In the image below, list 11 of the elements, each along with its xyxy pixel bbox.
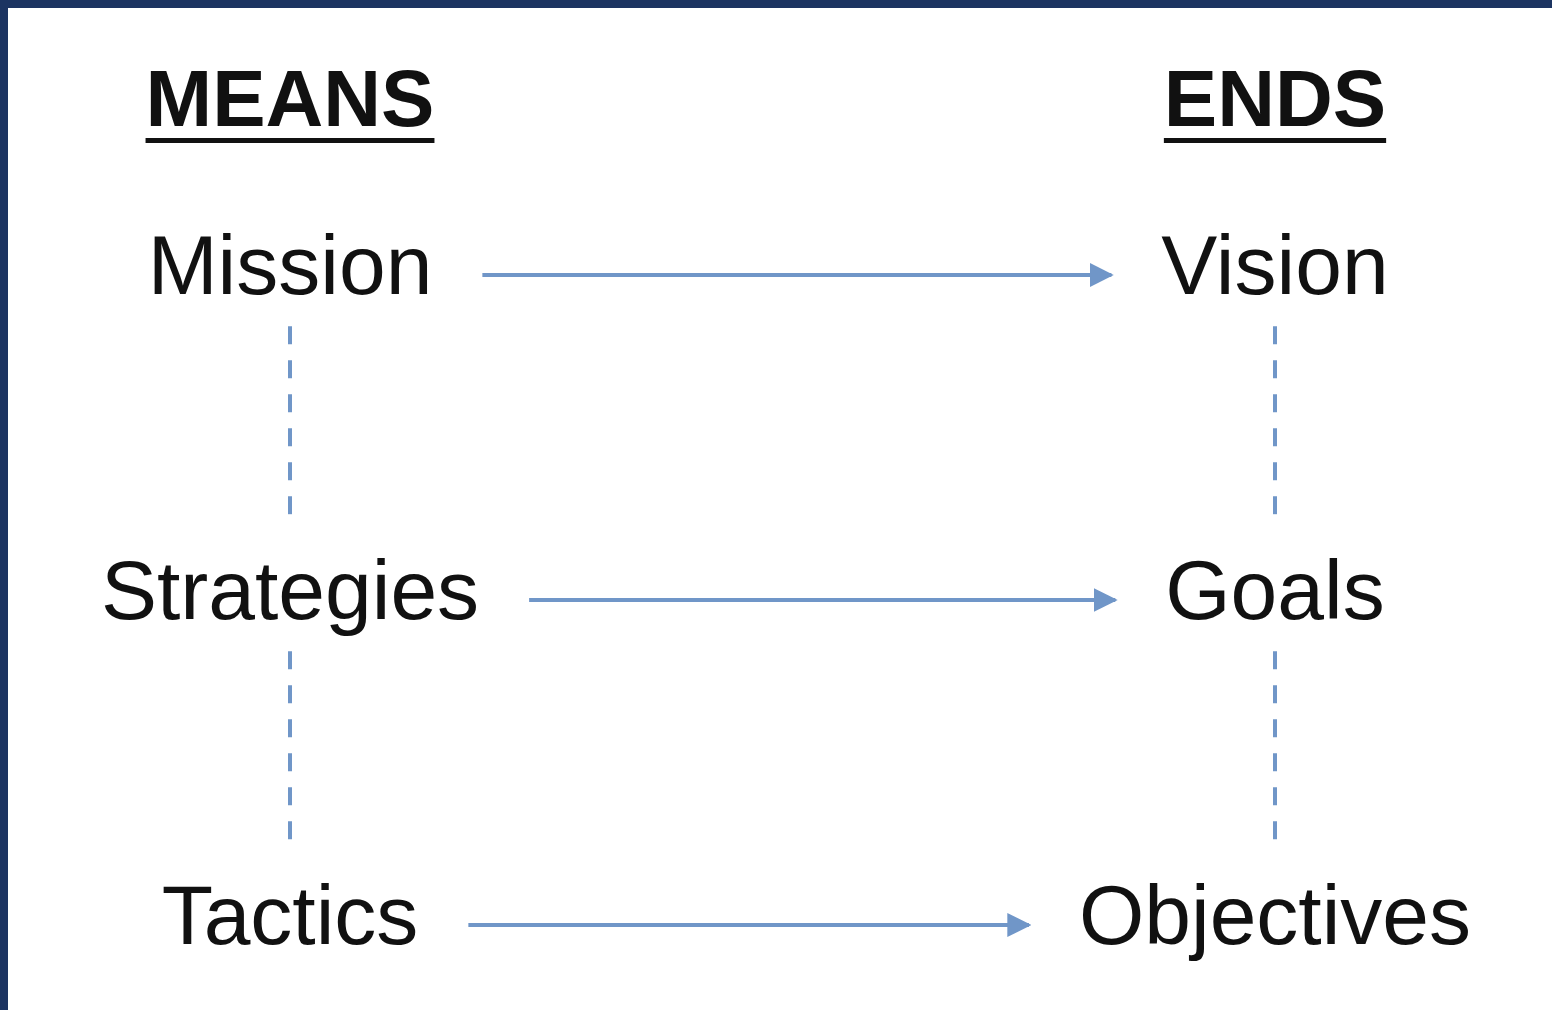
arrow — [468, 913, 1032, 937]
node-label: Objectives — [1078, 868, 1472, 962]
column-heading: ENDS — [1163, 53, 1387, 145]
node-label: Tactics — [161, 868, 419, 962]
node-label: Vision — [1161, 218, 1389, 312]
node-label: Strategies — [100, 543, 480, 637]
node-label: Goals — [1165, 543, 1385, 637]
column-heading: MEANS — [145, 53, 435, 145]
arrow — [482, 263, 1114, 287]
node-label: Mission — [147, 218, 433, 312]
arrow — [529, 588, 1118, 612]
